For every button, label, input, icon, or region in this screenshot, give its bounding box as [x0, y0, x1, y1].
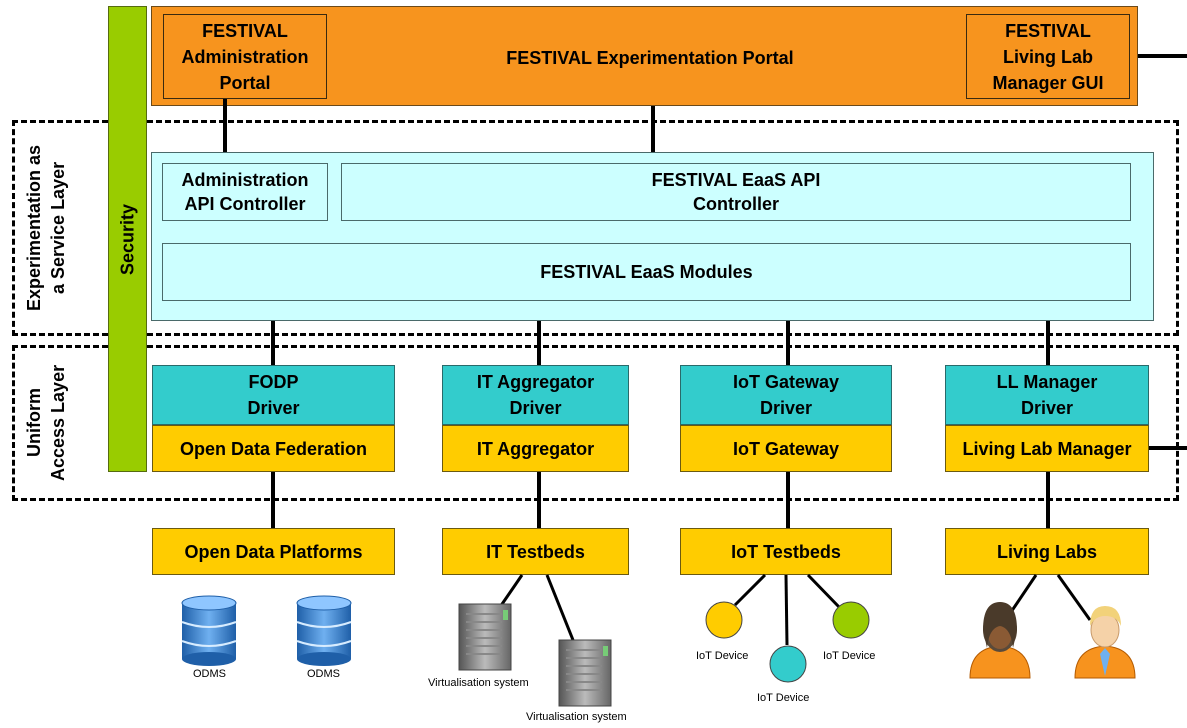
server-icon — [558, 639, 612, 707]
iot-testbeds[interactable]: IoT Testbeds — [680, 528, 892, 575]
odms-label-1: ODMS — [193, 668, 226, 680]
iot-device-label-3: IoT Device — [823, 650, 876, 662]
database-icon — [296, 595, 352, 666]
iot-device-yellow — [705, 601, 743, 639]
odms-label-2: ODMS — [307, 668, 340, 680]
connector-experimentation-portal — [651, 106, 655, 152]
administration-api-controller[interactable]: Administration API Controller — [162, 163, 328, 221]
virtualisation-label-2: Virtualisation system — [526, 711, 627, 723]
iot-device-green — [832, 601, 870, 639]
administration-portal[interactable]: FESTIVAL Administration Portal — [163, 14, 327, 99]
connector-eaas-iot — [786, 321, 790, 365]
person-icon — [1074, 606, 1136, 679]
virtualisation-label-1: Virtualisation system — [428, 677, 529, 689]
connector-living-labs — [1046, 472, 1050, 528]
it-aggregator[interactable]: IT Aggregator — [442, 425, 629, 472]
living-lab-manager-gui[interactable]: FESTIVAL Living Lab Manager GUI — [966, 14, 1130, 99]
connector-admin-portal — [223, 99, 227, 152]
uniform-layer-outline — [12, 345, 1179, 501]
iot-device-label-1: IoT Device — [696, 650, 749, 662]
it-aggregator-driver[interactable]: IT Aggregator Driver — [442, 365, 629, 425]
security-bar[interactable] — [108, 6, 147, 472]
connector-eaas-it — [537, 321, 541, 365]
connector-eaas-ll — [1046, 321, 1050, 365]
connector-fodp-platforms — [271, 472, 275, 528]
connector-eaas-fodp — [271, 321, 275, 365]
eaas-api-controller[interactable]: FESTIVAL EaaS API Controller — [341, 163, 1131, 221]
connector-iot-testbeds — [786, 472, 790, 528]
iot-gateway-driver[interactable]: IoT Gateway Driver — [680, 365, 892, 425]
iot-device-label-2: IoT Device — [757, 692, 810, 704]
gui-external-connector — [1138, 54, 1187, 58]
living-lab-manager[interactable]: Living Lab Manager — [945, 425, 1149, 472]
iot-device-teal — [769, 645, 807, 683]
iot-gateway[interactable]: IoT Gateway — [680, 425, 892, 472]
server-icon — [458, 603, 512, 671]
eaas-layer-outline — [12, 120, 1179, 336]
ll-manager-driver[interactable]: LL Manager Driver — [945, 365, 1149, 425]
experimentation-portal-title[interactable]: FESTIVAL Experimentation Portal — [506, 48, 794, 68]
living-labs[interactable]: Living Labs — [945, 528, 1149, 575]
person-icon — [969, 602, 1031, 679]
eaas-modules[interactable]: FESTIVAL EaaS Modules — [162, 243, 1131, 301]
connector-it-testbeds — [537, 472, 541, 528]
open-data-federation[interactable]: Open Data Federation — [152, 425, 395, 472]
database-icon — [181, 595, 237, 666]
open-data-platforms[interactable]: Open Data Platforms — [152, 528, 395, 575]
ll-manager-external-connector — [1149, 446, 1187, 450]
it-testbeds[interactable]: IT Testbeds — [442, 528, 629, 575]
fodp-driver[interactable]: FODP Driver — [152, 365, 395, 425]
